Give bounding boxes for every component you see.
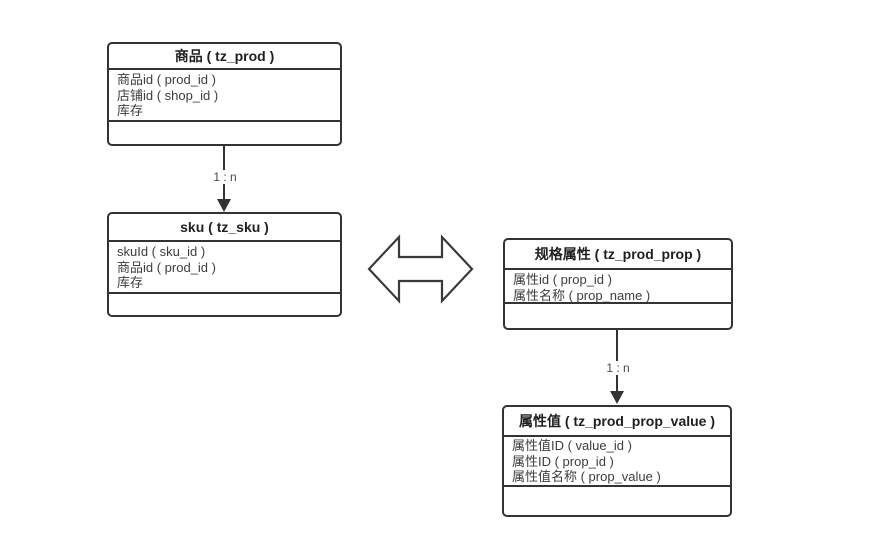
entity-field-list: 属性id ( prop_id ) 属性名称 ( prop_name ) bbox=[505, 268, 731, 302]
entity-field: 属性id ( prop_id ) bbox=[513, 272, 612, 287]
entity-field: 商品id ( prod_id ) bbox=[117, 259, 216, 275]
entity-field: 库存 bbox=[117, 103, 144, 118]
entity-field-list: skuId ( sku_id ) 商品id ( prod_id ) 库存 bbox=[109, 240, 340, 292]
entity-field: 属性ID ( prop_id ) bbox=[512, 453, 614, 469]
entity-title: 属性值 ( tz_prod_prop_value ) bbox=[518, 413, 716, 429]
entity-title: sku ( tz_sku ) bbox=[180, 219, 269, 235]
relation-label: 1 : n bbox=[210, 170, 240, 184]
entity-field: 属性值名称 ( prop_value ) bbox=[512, 469, 661, 484]
entity-field-list: 商品id ( prod_id ) 店铺id ( shop_id ) 库存 bbox=[109, 68, 340, 120]
entity-field-list: 属性值ID ( value_id ) 属性ID ( prop_id ) 属性值名… bbox=[504, 435, 730, 485]
arrowhead-down-icon bbox=[610, 391, 624, 404]
entity-title: 规格属性 ( tz_prod_prop ) bbox=[534, 246, 702, 262]
entity-field: 商品id ( prod_id ) bbox=[117, 72, 216, 87]
entity-empty-section bbox=[504, 485, 730, 515]
entity-empty-section bbox=[505, 302, 731, 328]
entity-field: 属性值ID ( value_id ) bbox=[512, 438, 632, 453]
entity-tz-prod: 商品 ( tz_prod ) 商品id ( prod_id ) 店铺id ( s… bbox=[107, 42, 342, 146]
entity-field: 库存 bbox=[117, 275, 144, 290]
entity-tz-sku: sku ( tz_sku ) skuId ( sku_id ) 商品id ( p… bbox=[107, 212, 342, 317]
relation-label: 1 : n bbox=[603, 361, 633, 375]
bidirectional-arrow-icon bbox=[367, 234, 474, 304]
entity-field: 属性名称 ( prop_name ) bbox=[513, 287, 651, 303]
entity-empty-section bbox=[109, 120, 340, 144]
entity-tz-prod-prop-value: 属性值 ( tz_prod_prop_value ) 属性值ID ( value… bbox=[502, 405, 732, 517]
entity-tz-prod-prop: 规格属性 ( tz_prod_prop ) 属性id ( prop_id ) 属… bbox=[503, 238, 733, 330]
entity-field: 店铺id ( shop_id ) bbox=[117, 87, 219, 103]
entity-field: skuId ( sku_id ) bbox=[117, 244, 206, 259]
entity-empty-section bbox=[109, 292, 340, 315]
entity-title: 商品 ( tz_prod ) bbox=[174, 48, 275, 64]
arrowhead-down-icon bbox=[217, 199, 231, 212]
